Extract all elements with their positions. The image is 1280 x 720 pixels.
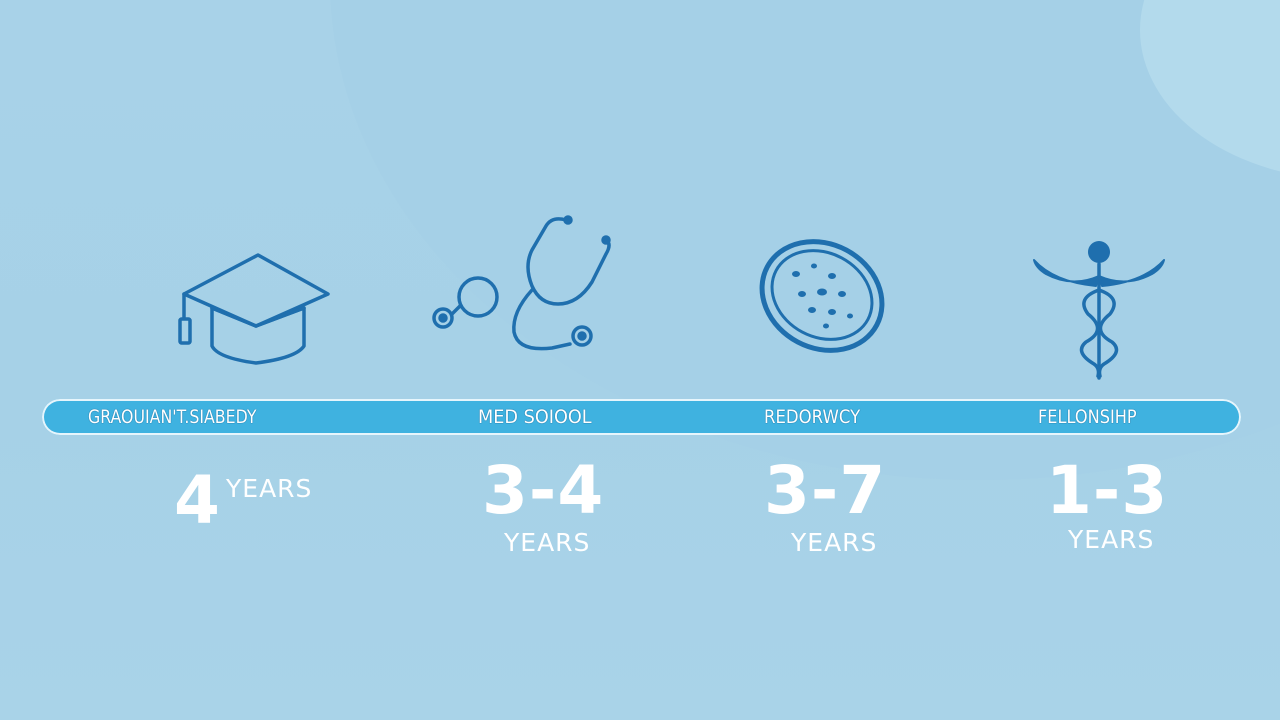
duration-unit: YEARS xyxy=(1068,525,1155,554)
duration-unit: YEARS xyxy=(226,474,313,503)
duration-value: 1-3 xyxy=(1046,452,1169,529)
petri-dish-icon xyxy=(752,234,892,358)
stage-label-graduate: GRAOUIAN'T.SIABEDY xyxy=(88,406,257,428)
stage-label-fellowship: FELLONSIHP xyxy=(1038,406,1137,428)
caduceus-icon xyxy=(1032,238,1166,384)
duration-value: 3-4 xyxy=(482,452,605,529)
stage-label-residency: REDORWCY xyxy=(764,406,861,428)
duration-unit: YEARS xyxy=(791,528,878,557)
graduation-cap-icon xyxy=(178,250,332,366)
stethoscope-icon xyxy=(428,214,620,354)
duration-value: 3-7 xyxy=(764,452,887,529)
duration-unit: YEARS xyxy=(504,528,591,557)
stage-label-med-school: MED SOIOOL xyxy=(478,406,592,428)
timeline-bar xyxy=(42,399,1241,435)
duration-value: 4 xyxy=(174,462,221,539)
